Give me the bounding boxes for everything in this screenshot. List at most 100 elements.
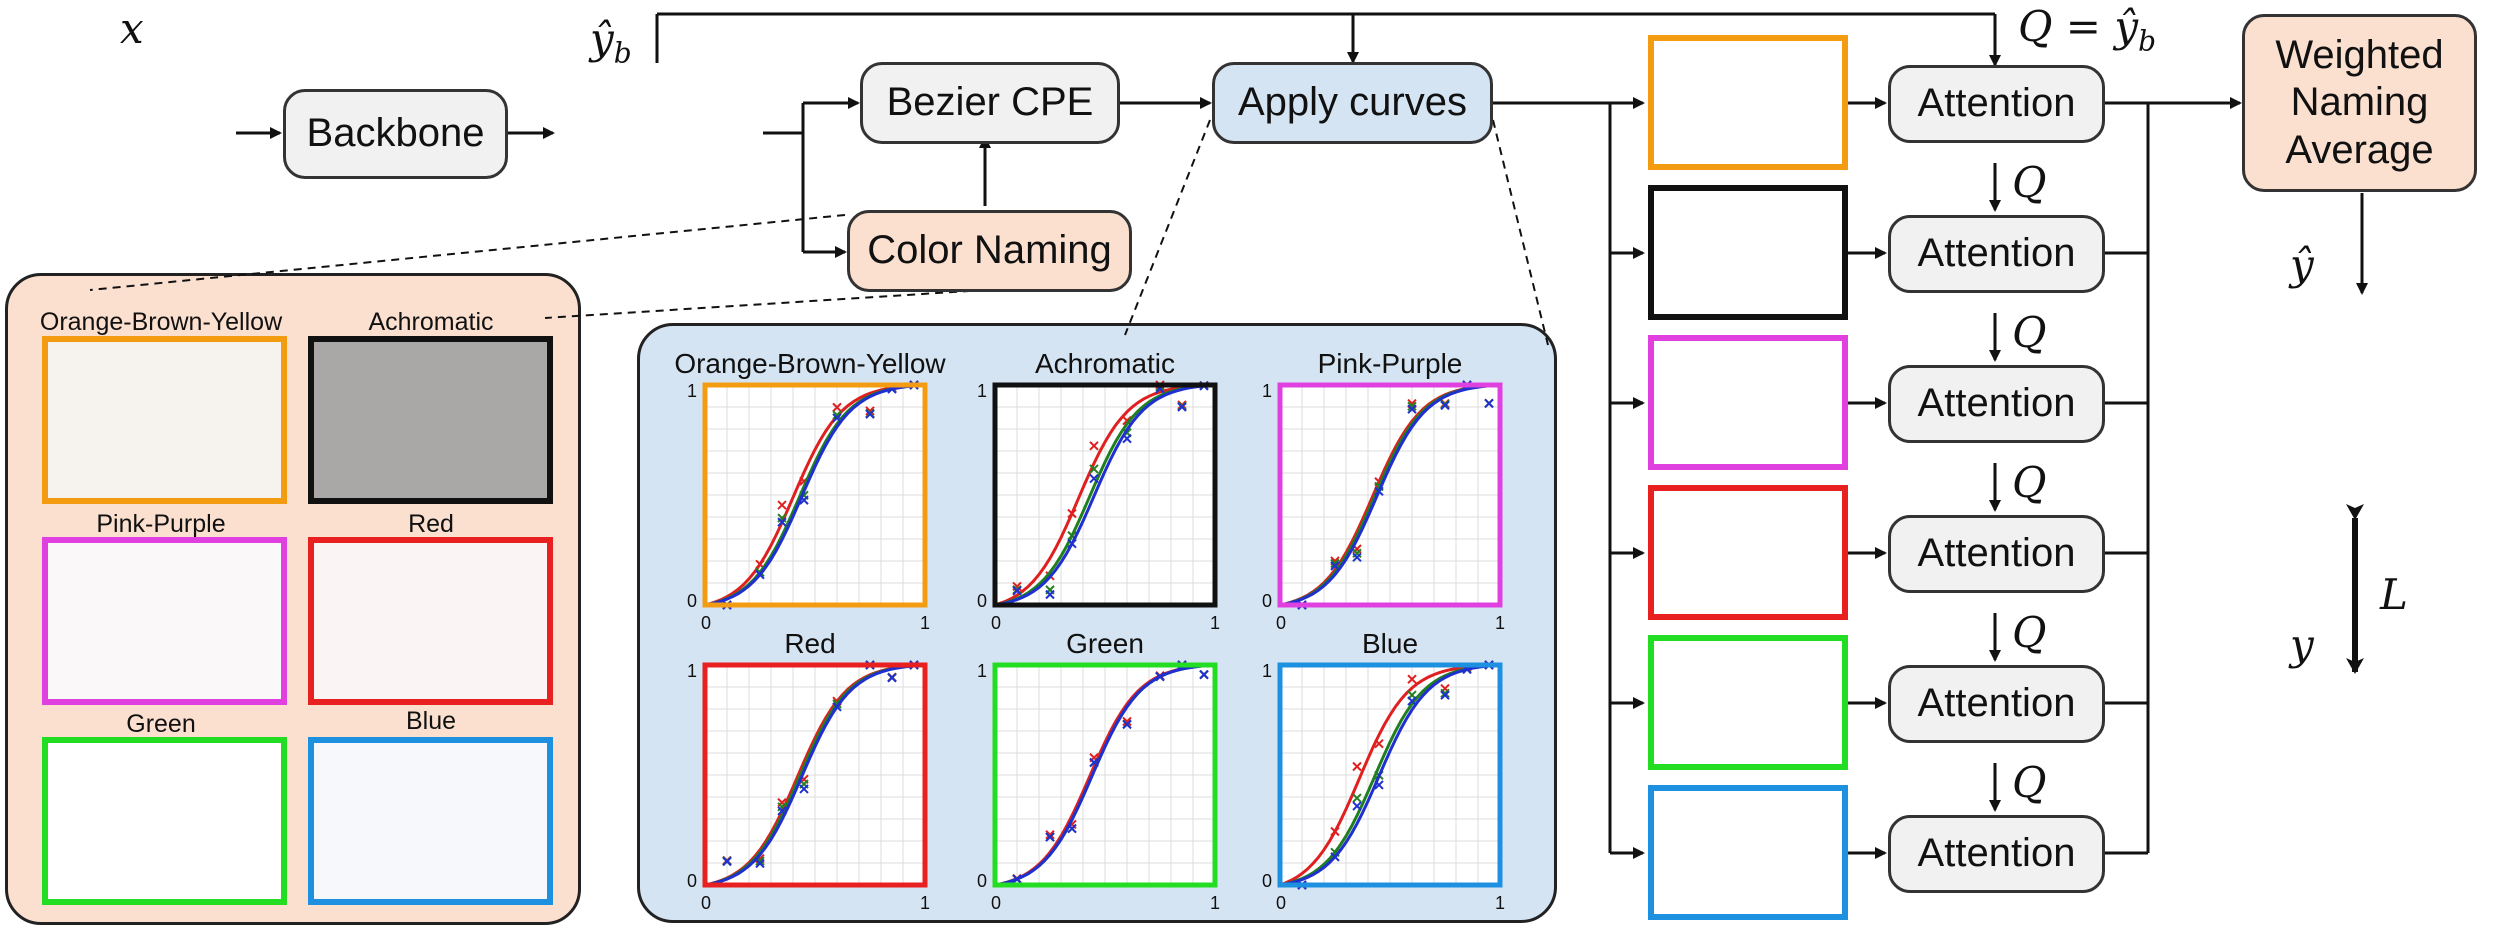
curve-line [704, 663, 926, 887]
sample-marker [1089, 464, 1099, 474]
plot-title-pink-purple: Pink-Purple [1317, 348, 1463, 379]
plot-title-achromatic: Achromatic [1034, 348, 1176, 379]
curve-plot-3 [1277, 380, 1503, 610]
sample-marker [1440, 688, 1450, 698]
attention-block-2: Attention [1888, 215, 2105, 293]
mask-red [308, 537, 553, 705]
backbone-block: Backbone [283, 89, 508, 179]
mask-label-blue: Blue [405, 707, 457, 735]
sample-marker [1407, 404, 1417, 414]
mask-label-pink-purple: Pink-Purple [96, 510, 226, 538]
curve-plot-5 [992, 660, 1218, 888]
curve-line [994, 383, 1216, 607]
mask-green [42, 737, 287, 905]
attention-label: Attention [1917, 231, 2076, 276]
sample-marker [1374, 780, 1384, 790]
x-tick-one: 1 [920, 893, 931, 913]
sample-marker [1374, 486, 1384, 497]
sample-marker [1330, 558, 1340, 569]
attention-label: Attention [1917, 81, 2076, 126]
branch-image-5 [1648, 635, 1848, 770]
x-tick-zero: 0 [701, 893, 712, 913]
sample-marker [1067, 508, 1077, 519]
yb-symbol: ŷ [590, 14, 614, 63]
output-image-yhat [2197, 295, 2517, 507]
sample-marker [1012, 586, 1022, 596]
sample-marker [832, 410, 842, 420]
apply-curves-block: Apply curves [1212, 62, 1493, 144]
y-tick-one: 1 [977, 661, 988, 681]
mask-achromatic [308, 336, 553, 504]
plot-title-blue: Blue [1361, 628, 1419, 659]
q-eq-subscript: b [2138, 24, 2156, 58]
sample-marker [777, 806, 787, 816]
branch-image-1 [1648, 35, 1848, 170]
sample-marker [1199, 669, 1209, 680]
sample-marker [799, 784, 809, 794]
sample-marker [865, 406, 875, 416]
input-image-x [35, 63, 236, 203]
y-tick-one: 1 [977, 381, 988, 401]
sample-marker [1352, 793, 1362, 803]
attention-block-5: Attention [1888, 665, 2105, 743]
plot-frame [702, 382, 928, 608]
x-tick-zero: 0 [991, 613, 1002, 633]
sample-marker [1122, 716, 1132, 727]
sample-marker [1330, 561, 1340, 571]
curve-line [704, 383, 926, 607]
x-tick-zero: 0 [1276, 613, 1287, 633]
curve-plot-2 [992, 380, 1218, 608]
plot-title-orange-brown-yellow: Orange-Brown-Yellow [674, 348, 946, 379]
curve-line [1279, 663, 1501, 887]
sample-marker [755, 569, 765, 580]
sample-marker [1045, 829, 1055, 840]
sample-marker [1440, 690, 1450, 700]
plot-frame [992, 382, 1218, 608]
y-tick-zero: 0 [687, 871, 698, 891]
plot-frame [1277, 662, 1503, 888]
sample-marker [1330, 852, 1340, 862]
plot-title-red: Red [784, 628, 836, 659]
y-tick-one: 1 [687, 381, 698, 401]
y-tick-zero: 0 [687, 591, 698, 611]
bezier-cpe-block: Bezier CPE [860, 62, 1120, 144]
q-label-1: Q [2012, 158, 2047, 207]
sample-marker [865, 409, 875, 419]
bezier-cpe-label: Bezier CPE [886, 80, 1094, 125]
sample-marker [1352, 552, 1362, 563]
attention-label: Attention [1917, 681, 2076, 726]
sample-marker [1352, 761, 1362, 772]
sample-marker [887, 673, 897, 683]
y-tick-zero: 0 [1262, 591, 1273, 611]
sample-marker [832, 702, 842, 712]
sample-marker [832, 402, 842, 413]
curve-plot-6 [1277, 660, 1503, 890]
mask-label-orange-brown-yellow: Orange-Brown-Yellow [39, 308, 283, 336]
q-label-4: Q [2012, 608, 2047, 657]
sample-marker [1374, 738, 1384, 749]
q-eq-symbol: Q = ŷ [2018, 2, 2139, 51]
mask-blue [308, 737, 553, 905]
plot-frame [702, 662, 928, 888]
sample-marker [1407, 401, 1417, 411]
sample-marker [777, 500, 787, 510]
attention-label: Attention [1917, 831, 2076, 876]
loss-label: L [2380, 570, 2408, 619]
q-label-5: Q [2012, 758, 2047, 807]
backbone-output-image-yb [556, 63, 763, 203]
y-label: y [2290, 620, 2314, 669]
sample-marker [777, 517, 787, 527]
weighted-naming-average-label: Weighted Naming Average [2275, 33, 2444, 172]
q-equals-yb-label: Q = ŷb [2018, 2, 2156, 57]
x-tick-zero: 0 [701, 613, 712, 633]
color-naming-label: Color Naming [867, 228, 1112, 273]
sample-marker [1155, 671, 1165, 682]
plot-frame [992, 662, 1218, 888]
x-tick-one: 1 [920, 613, 931, 633]
mask-label-red: Red [408, 510, 454, 538]
y-tick-zero: 0 [977, 871, 988, 891]
curve-plot-4 [702, 660, 928, 888]
yb-subscript: b [613, 36, 632, 70]
x-tick-one: 1 [1495, 613, 1506, 633]
